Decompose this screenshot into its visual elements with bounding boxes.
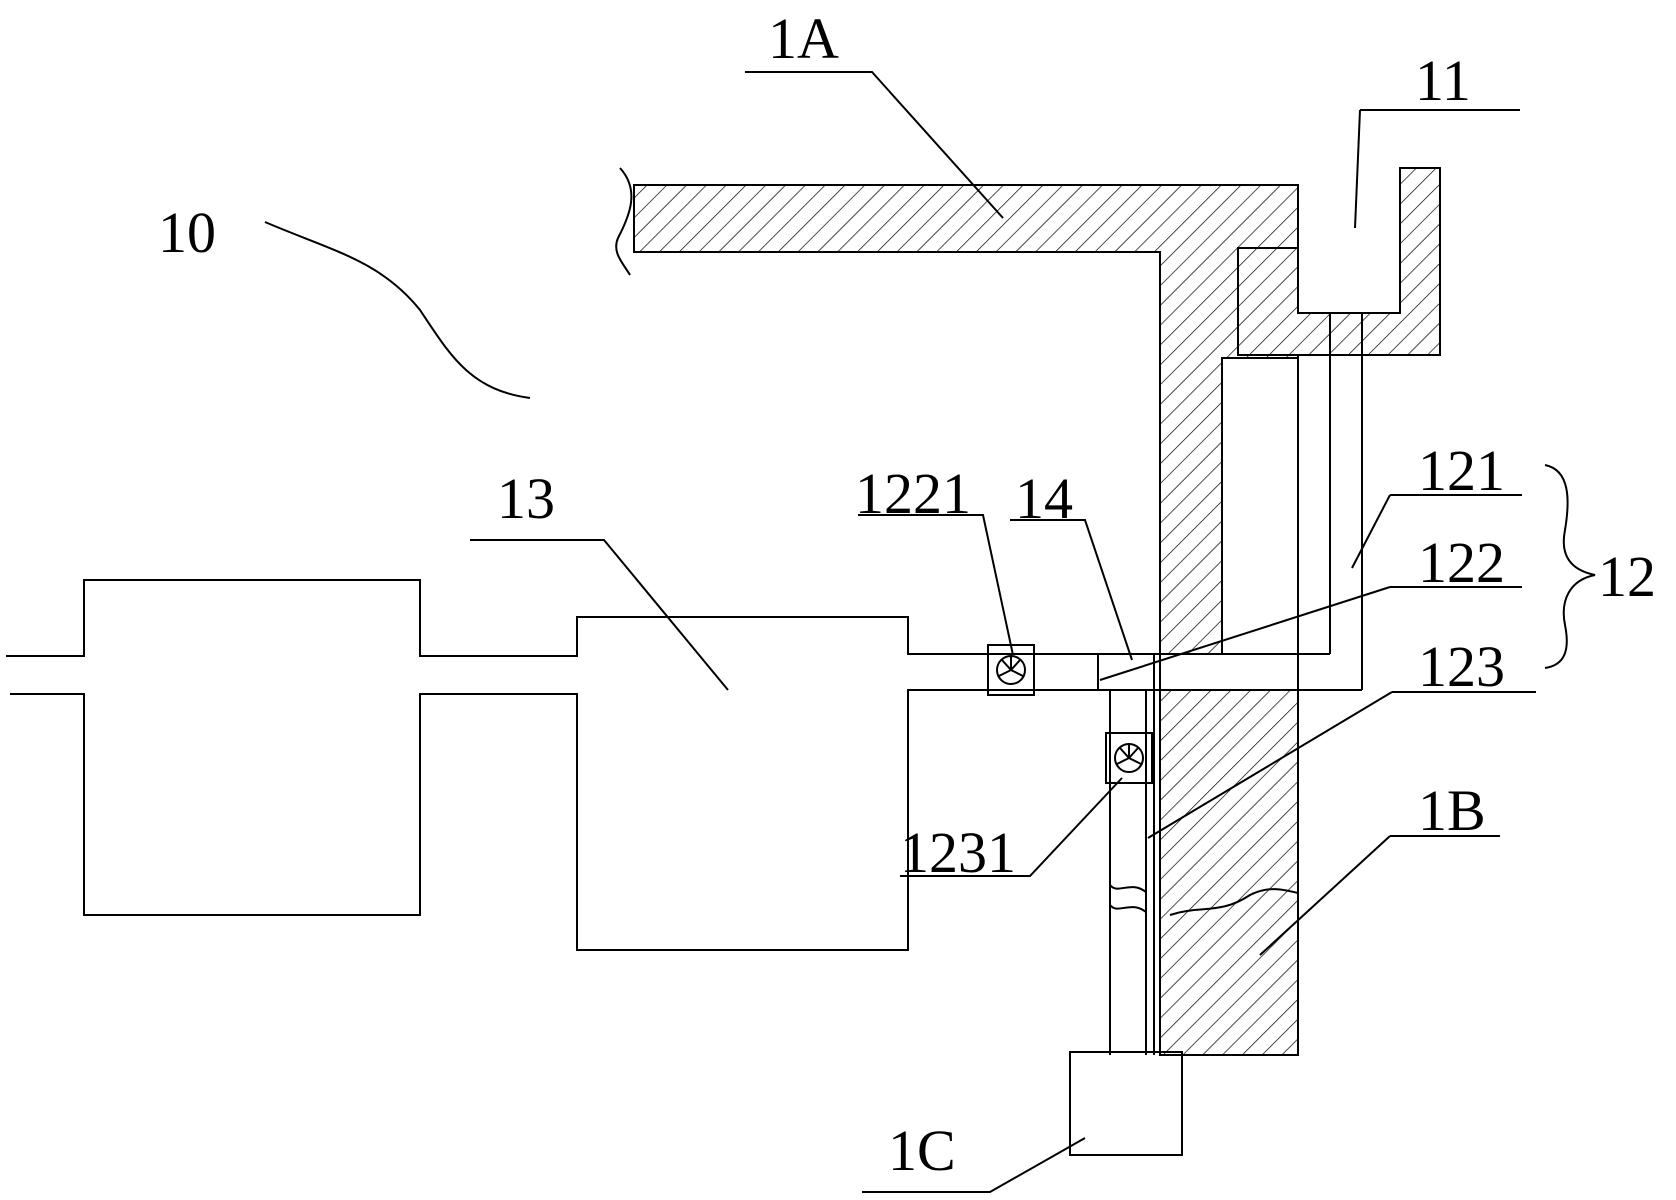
label-1231: 1231 — [900, 820, 1016, 885]
bracket-11 — [1237, 167, 1441, 356]
leader-1221 — [858, 514, 1014, 656]
box-1C — [1069, 1051, 1183, 1156]
leader-13 — [470, 539, 729, 691]
duct-123-break — [1109, 884, 1147, 893]
leader-1A — [745, 71, 1004, 219]
top-wall-1A — [633, 184, 1299, 655]
leader-121 — [1351, 494, 1522, 569]
label-1A: 1A — [768, 6, 839, 71]
label-12: 12 — [1598, 544, 1656, 609]
leader-1231 — [900, 777, 1123, 877]
label-123: 123 — [1418, 634, 1505, 699]
top-wall-break — [615, 167, 633, 276]
left-component — [6, 579, 1035, 657]
label-11: 11 — [1415, 48, 1471, 113]
fan-icon — [1105, 732, 1153, 784]
leader-1C — [862, 1137, 1086, 1193]
label-1221: 1221 — [855, 461, 971, 526]
leader-122 — [1099, 586, 1522, 681]
label-1B: 1B — [1418, 778, 1486, 843]
label-10: 10 — [158, 200, 216, 265]
brace-12 — [1544, 464, 1596, 669]
label-122: 122 — [1418, 530, 1505, 595]
leader-14 — [1010, 519, 1133, 661]
duct-123-break-2 — [1109, 904, 1147, 913]
leader-1B — [1259, 835, 1500, 956]
lower-wall-1B — [1159, 689, 1299, 1056]
leader-11 — [1354, 109, 1520, 229]
label-121: 121 — [1418, 438, 1505, 503]
label-14: 14 — [1015, 466, 1073, 531]
label-13: 13 — [497, 466, 555, 531]
leader-123 — [1147, 691, 1536, 839]
label-1C: 1C — [888, 1118, 956, 1183]
fan-icon — [987, 644, 1035, 696]
leader-10 — [264, 221, 531, 399]
lower-wall-break — [1169, 888, 1299, 916]
left-component-bottom — [10, 689, 1035, 951]
